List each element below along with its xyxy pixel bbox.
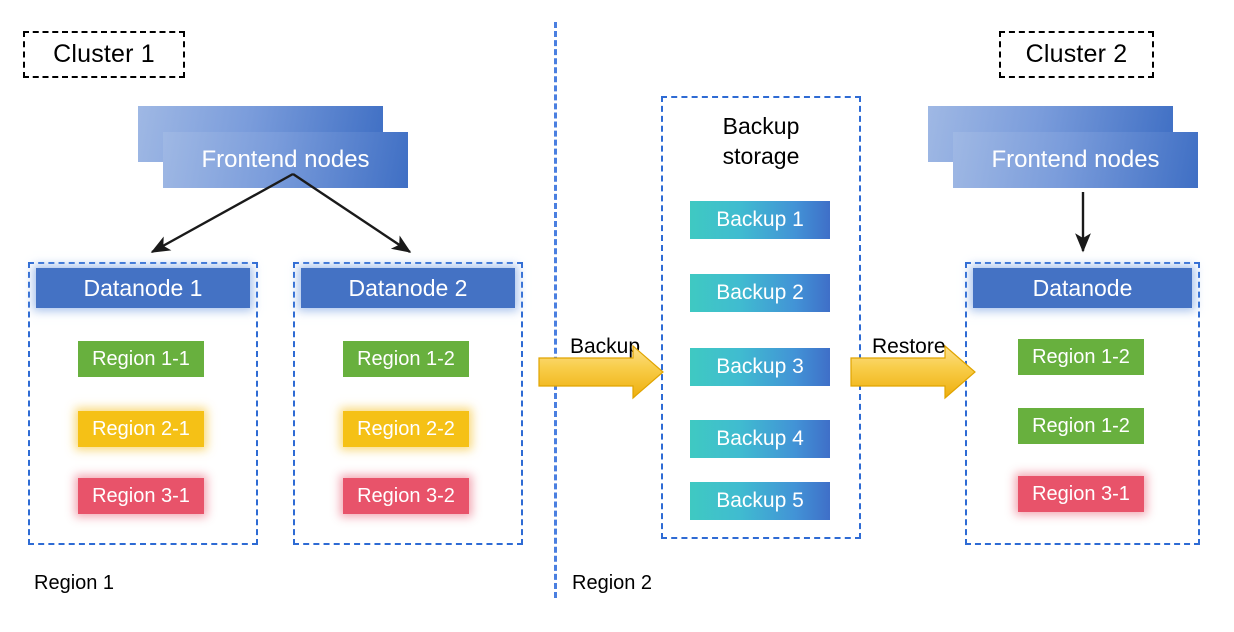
arrow-frontend-to-datanode-1 <box>150 172 294 254</box>
frontend-stack-front-layer: Frontend nodes <box>953 132 1198 188</box>
backup-item-2-label: Backup 2 <box>716 281 804 304</box>
restore-flow-arrow <box>850 344 976 400</box>
frontend-stack-front-layer: Frontend nodes <box>163 132 408 188</box>
datanode-1-header: Datanode 1 <box>36 268 250 308</box>
backup-item-3-label: Backup 3 <box>716 355 804 378</box>
datanode-1-container <box>28 262 258 545</box>
region-divider <box>554 22 557 598</box>
cluster-2-frontend-label: Frontend nodes <box>991 146 1160 173</box>
restore-flow-label-text: Restore <box>872 335 946 358</box>
cluster-2-region-2: Region 1-2 <box>1018 408 1144 444</box>
cluster-2-datanode-header: Datanode <box>973 268 1192 308</box>
datanode-1-region-1-label: Region 1-1 <box>92 347 190 370</box>
cluster-2-datanode-header-label: Datanode <box>1032 274 1133 301</box>
backup-item-4-label: Backup 4 <box>716 427 804 450</box>
restore-flow-label: Restore <box>872 335 946 359</box>
backup-item-4: Backup 4 <box>690 420 830 458</box>
datanode-1-header-label: Datanode 1 <box>83 274 203 301</box>
datanode-2-region-3-label: Region 3-2 <box>357 484 455 507</box>
datanode-1-region-2-label: Region 2-1 <box>92 417 190 440</box>
arrow-frontend-to-datanode-2 <box>292 173 412 253</box>
cluster-2-region-3: Region 3-1 <box>1018 476 1144 512</box>
datanode-2-region-2-label: Region 2-2 <box>357 417 455 440</box>
cluster-2-datanode-container <box>965 262 1200 545</box>
footer-region-2-label: Region 2 <box>572 572 652 595</box>
backup-item-3: Backup 3 <box>690 348 830 386</box>
cluster-2-chip: Cluster 2 <box>999 31 1154 78</box>
cluster-2-region-2-label: Region 1-2 <box>1032 414 1130 437</box>
cluster-1-chip-label: Cluster 1 <box>53 40 155 68</box>
datanode-1-region-3: Region 3-1 <box>78 478 204 514</box>
cluster-2-region-1-label: Region 1-2 <box>1032 345 1130 368</box>
datanode-2-container <box>293 262 523 545</box>
datanode-2-header: Datanode 2 <box>301 268 515 308</box>
datanode-2-region-1-label: Region 1-2 <box>357 347 455 370</box>
cluster-1-frontend-label: Frontend nodes <box>201 146 370 173</box>
backup-storage-container <box>661 96 861 539</box>
cluster-1-chip: Cluster 1 <box>23 31 185 78</box>
backup-item-5: Backup 5 <box>690 482 830 520</box>
footer-region-1-label: Region 1 <box>34 572 114 595</box>
backup-item-2: Backup 2 <box>690 274 830 312</box>
datanode-1-region-1: Region 1-1 <box>78 341 204 377</box>
backup-storage-title: Backup storage <box>661 111 861 171</box>
backup-item-5-label: Backup 5 <box>716 489 804 512</box>
backup-flow-label: Backup <box>570 335 640 359</box>
backup-item-1: Backup 1 <box>690 201 830 239</box>
datanode-2-region-1: Region 1-2 <box>343 341 469 377</box>
datanode-1-region-2: Region 2-1 <box>78 411 204 447</box>
backup-item-1-label: Backup 1 <box>716 208 804 231</box>
cluster-2-region-1: Region 1-2 <box>1018 339 1144 375</box>
datanode-1-region-3-label: Region 3-1 <box>92 484 190 507</box>
cluster-2-frontend-nodes: Frontend nodes <box>928 106 1198 190</box>
backup-flow-arrow <box>538 344 664 400</box>
backup-storage-title-line2: storage <box>722 143 800 169</box>
backup-storage-title-line1: Backup <box>722 113 800 139</box>
cluster-1-frontend-nodes: Frontend nodes <box>138 106 408 190</box>
datanode-2-header-label: Datanode 2 <box>348 274 468 301</box>
datanode-2-region-2: Region 2-2 <box>343 411 469 447</box>
backup-flow-label-text: Backup <box>570 335 641 358</box>
footer-region-1-text: Region 1 <box>34 572 115 594</box>
datanode-2-region-3: Region 3-2 <box>343 478 469 514</box>
cluster-2-region-3-label: Region 3-1 <box>1032 482 1130 505</box>
footer-region-2-text: Region 2 <box>572 572 653 594</box>
cluster-2-chip-label: Cluster 2 <box>1025 40 1128 68</box>
